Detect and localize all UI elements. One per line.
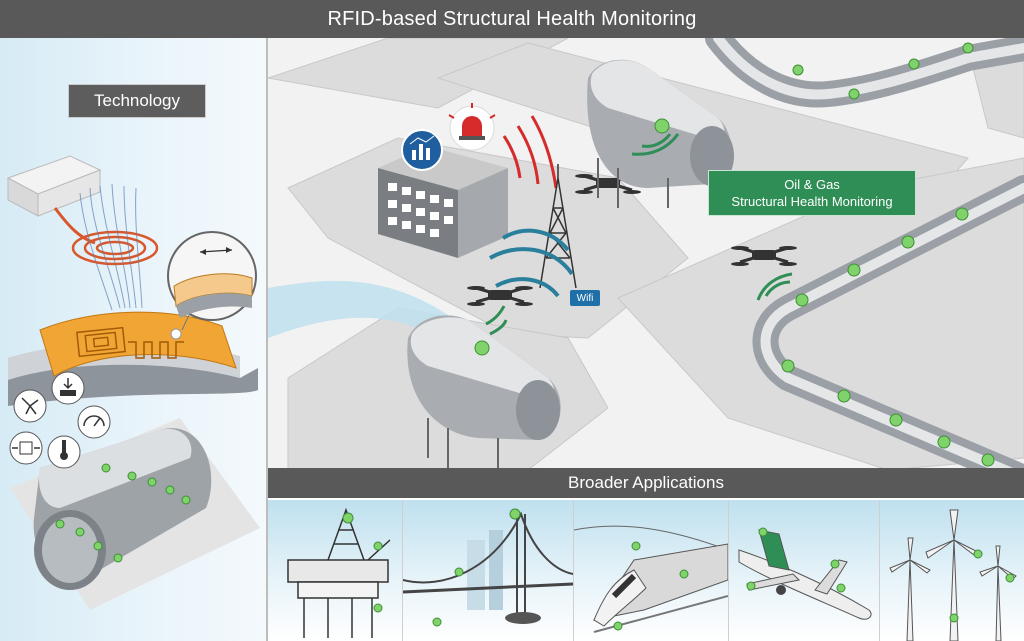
crack-icon <box>13 389 47 423</box>
application-wind-turbines <box>880 500 1024 641</box>
wind-turbine-icon <box>889 509 1017 641</box>
reader-coil-icon <box>71 230 159 266</box>
broader-applications-header: Broader Applications <box>268 468 1024 498</box>
drone-icon <box>467 286 533 306</box>
technology-illustration <box>6 155 260 610</box>
scene-illustration <box>268 38 1024 470</box>
pressure-weight-icon <box>51 371 85 405</box>
storage-tank-icon <box>587 59 734 208</box>
suspension-bridge-icon <box>403 508 573 627</box>
storage-tank-icon <box>407 305 561 468</box>
strain-icon <box>9 431 43 465</box>
gauge-icon <box>77 405 111 439</box>
offshore-platform-icon <box>287 507 391 638</box>
analytics-chart-icon <box>401 129 443 171</box>
application-train <box>574 500 729 641</box>
crack-magnifier-icon <box>167 231 257 340</box>
oil-gas-label-line2: Structural Health Monitoring <box>731 194 893 209</box>
wireless-signal-icon <box>489 228 574 298</box>
technology-panel <box>0 38 268 641</box>
application-airplane <box>729 500 880 641</box>
drone-icon <box>731 246 797 266</box>
sensor-node-icon <box>55 463 191 563</box>
alarm-siren-icon <box>448 103 496 151</box>
rfid-reader-icon <box>6 155 102 217</box>
application-bridge <box>403 500 574 641</box>
wifi-label: Wifi <box>570 290 600 306</box>
oil-gas-scene <box>268 38 1024 470</box>
temperature-icon <box>47 435 81 469</box>
sensor-node-icon <box>781 42 995 467</box>
airplane-icon <box>738 527 872 620</box>
application-offshore-platform <box>268 500 403 641</box>
technology-label: Technology <box>68 84 206 118</box>
train-icon <box>574 525 728 633</box>
magnetic-field-icon <box>79 183 143 311</box>
pipeline-icon <box>713 38 1024 470</box>
alarm-signal-icon <box>502 115 558 189</box>
rfid-tag-antenna-icon <box>76 326 184 359</box>
oil-gas-label: Oil & Gas Structural Health Monitoring <box>708 170 916 216</box>
page-title: RFID-based Structural Health Monitoring <box>0 0 1024 38</box>
oil-gas-label-line1: Oil & Gas <box>784 177 840 192</box>
